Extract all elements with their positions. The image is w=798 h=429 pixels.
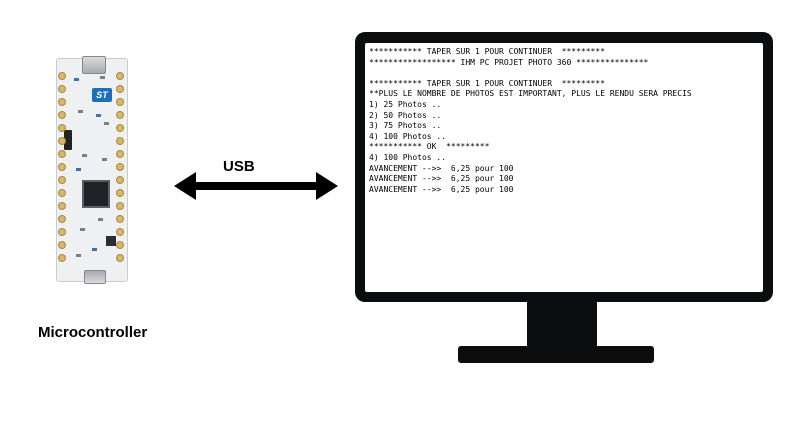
smd-component: [92, 248, 97, 251]
header-pin: [58, 163, 66, 171]
monitor: *********** TAPER SUR 1 POUR CONTINUER *…: [355, 32, 773, 302]
usb-connector-bottom: [84, 270, 106, 284]
header-pin: [58, 124, 66, 132]
smd-component: [76, 168, 81, 171]
microcontroller-label: Microcontroller: [38, 324, 148, 341]
monitor-stand-base: [458, 346, 654, 363]
terminal-line: [369, 68, 692, 79]
header-pin: [116, 124, 124, 132]
terminal-line: 2) 50 Photos ..: [369, 110, 442, 120]
terminal-line: AVANCEMENT -->> 6,25 pour 100: [369, 174, 514, 184]
header-pin: [116, 189, 124, 197]
smd-component: [74, 78, 79, 81]
monitor-screen: *********** TAPER SUR 1 POUR CONTINUER *…: [365, 43, 763, 292]
header-pin: [58, 228, 66, 236]
header-pin: [116, 137, 124, 145]
header-pin: [116, 176, 124, 184]
header-pin: [116, 202, 124, 210]
header-pin: [58, 72, 66, 80]
header-pin: [116, 228, 124, 236]
smd-component: [102, 158, 107, 161]
smd-component: [100, 76, 105, 79]
smd-component: [76, 254, 81, 257]
small-chip: [106, 236, 116, 246]
smd-component: [82, 154, 87, 157]
header-pin: [116, 85, 124, 93]
terminal-line: 4) 100 Photos ..: [369, 152, 447, 162]
header-pin: [116, 254, 124, 262]
header-pin: [58, 215, 66, 223]
terminal-line: ****************** IHM PC PROJET PHOTO 3…: [369, 57, 649, 67]
smd-component: [104, 122, 109, 125]
terminal-line: 3) 75 Photos ..: [369, 121, 442, 131]
monitor-stand-neck: [527, 302, 597, 348]
microcontroller-board: ST: [52, 56, 130, 284]
terminal-line: **PLUS LE NOMBRE DE PHOTOS EST IMPORTANT…: [369, 89, 692, 99]
smd-component: [78, 110, 83, 113]
mcu-chip: [82, 180, 110, 208]
terminal-line: *********** TAPER SUR 1 POUR CONTINUER *…: [369, 47, 606, 56]
header-pin: [58, 85, 66, 93]
smd-component: [96, 114, 101, 117]
terminal-line: *********** TAPER SUR 1 POUR CONTINUER *…: [369, 78, 606, 88]
header-pin: [116, 150, 124, 158]
header-pin: [116, 163, 124, 171]
usb-label: USB: [223, 158, 255, 175]
terminal-output: *********** TAPER SUR 1 POUR CONTINUER *…: [369, 47, 692, 195]
header-pin: [58, 176, 66, 184]
header-pin: [58, 254, 66, 262]
header-pin: [116, 72, 124, 80]
header-pin: [58, 150, 66, 158]
header-pin: [58, 189, 66, 197]
terminal-line: 4) 100 Photos ..: [369, 131, 447, 141]
bidirectional-arrow-icon: [174, 172, 338, 200]
smd-component: [98, 218, 103, 221]
terminal-line: *********** OK *********: [369, 142, 490, 152]
st-logo: ST: [92, 88, 112, 102]
header-pin: [116, 111, 124, 119]
terminal-line: AVANCEMENT -->> 6,25 pour 100: [369, 163, 514, 173]
smd-component: [80, 228, 85, 231]
jumper: [64, 130, 72, 150]
header-pin: [116, 98, 124, 106]
header-pin: [58, 111, 66, 119]
usb-connector-top: [82, 56, 106, 74]
header-pin: [58, 202, 66, 210]
header-pin: [58, 137, 66, 145]
terminal-line: AVANCEMENT -->> 6,25 pour 100: [369, 184, 514, 194]
terminal-line: 1) 25 Photos ..: [369, 99, 442, 109]
header-pin: [116, 241, 124, 249]
header-pin: [58, 241, 66, 249]
header-pin: [116, 215, 124, 223]
header-pin: [58, 98, 66, 106]
